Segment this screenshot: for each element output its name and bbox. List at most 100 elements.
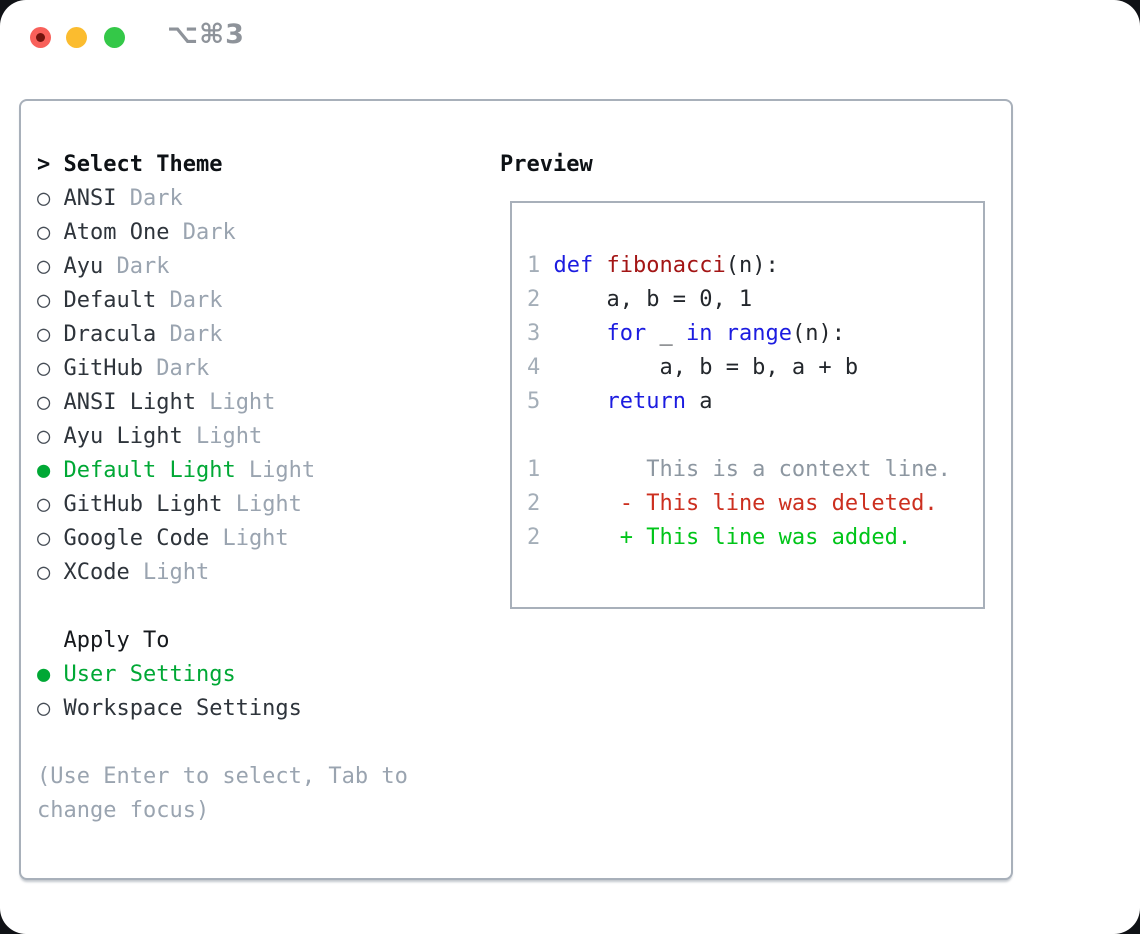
theme-option-label: GitHub Light <box>63 492 223 517</box>
apply-option-label: Workspace Settings <box>63 696 302 721</box>
radio-unselected-icon: ○ <box>37 186 51 211</box>
theme-option-google-code[interactable]: ○ Google Code Light <box>37 522 500 556</box>
token-kw: for <box>606 321 647 346</box>
token-p <box>540 457 646 482</box>
token-p: (n): <box>725 253 779 278</box>
radio-selected-icon: ● <box>37 662 51 687</box>
code-line-1: 1 def fibonacci(n): <box>527 249 975 283</box>
theme-option-label: Atom One <box>63 220 170 245</box>
token-kw: in <box>685 321 713 346</box>
token-p <box>540 491 619 516</box>
theme-variant-badge: Light <box>195 390 276 415</box>
token-num: 2 <box>527 525 541 550</box>
preview-title: Preview <box>500 152 593 177</box>
radio-unselected-icon: ○ <box>37 560 51 585</box>
apply-to-title: Apply To <box>63 628 170 653</box>
theme-option-github[interactable]: ○ GitHub Dark <box>37 352 500 386</box>
radio-unselected-icon: ○ <box>37 288 51 313</box>
radio-unselected-icon: ○ <box>37 254 51 279</box>
theme-variant-badge: Light <box>222 492 302 517</box>
radio-unselected-icon: ○ <box>37 220 51 245</box>
token-num: 5 <box>527 389 541 414</box>
hint-text: (Use Enter to select, Tab to <box>37 764 408 789</box>
theme-option-ansi-light[interactable]: ○ ANSI Light Light <box>37 386 500 420</box>
theme-option-ayu-light[interactable]: ○ Ayu Light Light <box>37 420 500 454</box>
token-fn: fibonacci <box>606 253 726 278</box>
apply-option-label: User Settings <box>63 662 236 687</box>
token-p: a <box>685 389 713 414</box>
token-p: a, b = 0, 1 <box>606 287 753 312</box>
window-shortcut-label: ⌥⌘3 <box>167 19 245 50</box>
apply-option-workspace-settings[interactable]: ○ Workspace Settings <box>37 692 500 726</box>
theme-variant-badge: Light <box>209 526 289 551</box>
code-line-3: 3 for _ in range(n): <box>527 317 975 351</box>
token-p: a, b = b, a + b <box>659 355 859 380</box>
prompt-icon: > <box>37 152 51 177</box>
theme-variant-badge: Dark <box>103 254 170 279</box>
spacer-row <box>37 726 500 760</box>
theme-option-default-light[interactable]: ● Default Light Light <box>37 454 500 488</box>
minimize-button[interactable] <box>66 27 87 48</box>
theme-variant-badge: Dark <box>142 356 210 381</box>
theme-picker-title: Select Theme <box>63 152 223 177</box>
theme-option-label: ANSI <box>63 186 117 211</box>
apply-option-user-settings[interactable]: ● User Settings <box>37 658 500 692</box>
theme-option-label: XCode <box>63 560 130 585</box>
token-num: 4 <box>527 355 541 380</box>
theme-option-label: ANSI Light <box>63 390 196 415</box>
theme-option-label: GitHub <box>63 356 143 381</box>
token-p <box>540 321 606 346</box>
token-num: 2 <box>527 491 541 516</box>
close-button[interactable] <box>30 27 51 48</box>
token-p <box>712 321 725 346</box>
code-line-5: 5 return a <box>527 385 975 419</box>
token-num: 2 <box>527 287 541 312</box>
theme-variant-badge: Dark <box>169 220 236 245</box>
spacer-row <box>37 590 500 624</box>
radio-unselected-icon: ○ <box>37 492 51 517</box>
token-num: 3 <box>527 321 541 346</box>
preview-pane: Preview 1 def fibonacci(n):2 a, b = 0, 1… <box>500 148 987 609</box>
token-p <box>540 389 606 414</box>
token-p <box>540 253 553 278</box>
radio-unselected-icon: ○ <box>37 424 51 449</box>
token-ctx: This is a context line. <box>646 457 951 482</box>
theme-option-ayu[interactable]: ○ Ayu Dark <box>37 250 500 284</box>
theme-option-atom-one[interactable]: ○ Atom One Dark <box>37 216 500 250</box>
token-p: (n): <box>791 321 845 346</box>
token-p <box>540 355 659 380</box>
token-kw: return <box>606 389 686 414</box>
theme-option-label: Default <box>63 288 157 313</box>
theme-option-default[interactable]: ○ Default Dark <box>37 284 500 318</box>
theme-variant-badge: Dark <box>156 322 223 347</box>
theme-option-label: Ayu Light <box>63 424 183 449</box>
hint-text-line-1: (Use Enter to select, Tab to <box>37 760 500 794</box>
token-num: 1 <box>527 253 541 278</box>
token-p: _ <box>646 321 686 346</box>
maximize-button[interactable] <box>104 27 125 48</box>
token-num: 1 <box>527 457 541 482</box>
radio-unselected-icon: ○ <box>37 390 51 415</box>
theme-option-ansi[interactable]: ○ ANSI Dark <box>37 182 500 216</box>
radio-unselected-icon: ○ <box>37 322 51 347</box>
radio-unselected-icon: ○ <box>37 526 51 551</box>
diff-context-line: 1 This is a context line. <box>527 453 975 487</box>
theme-option-github-light[interactable]: ○ GitHub Light Light <box>37 488 500 522</box>
token-p <box>540 525 619 550</box>
apply-to-header: Apply To <box>37 624 500 658</box>
theme-option-label: Default Light <box>63 458 236 483</box>
token-p <box>540 287 606 312</box>
theme-option-xcode[interactable]: ○ XCode Light <box>37 556 500 590</box>
theme-option-label: Dracula <box>63 322 157 347</box>
token-p <box>593 253 606 278</box>
hint-text-line-2: change focus) <box>37 794 500 828</box>
token-add: + This line was added. <box>619 525 912 550</box>
token-del: - This line was deleted. <box>619 491 938 516</box>
diff-added-line: 2 + This line was added. <box>527 521 975 555</box>
theme-option-dracula[interactable]: ○ Dracula Dark <box>37 318 500 352</box>
code-line-2: 2 a, b = 0, 1 <box>527 283 975 317</box>
radio-unselected-icon: ○ <box>37 356 51 381</box>
radio-selected-icon: ● <box>37 458 51 483</box>
